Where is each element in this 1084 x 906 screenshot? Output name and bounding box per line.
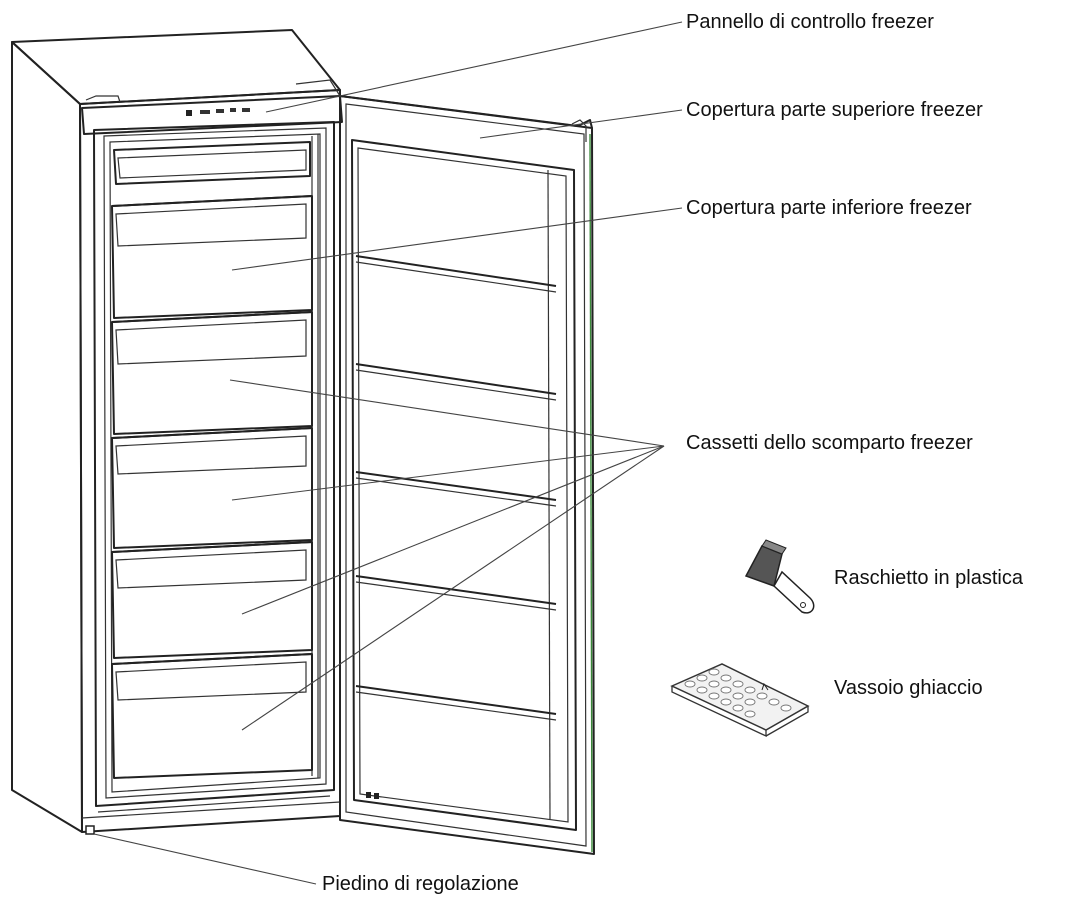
adjustable-foot-graphic <box>85 825 95 835</box>
freezer-door <box>339 95 595 855</box>
label-adjustable-foot: Piedino di regolazione <box>322 873 519 895</box>
label-top-cover: Copertura parte superiore freezer <box>686 99 983 121</box>
label-bottom-cover: Copertura parte inferiore freezer <box>686 197 972 219</box>
label-control-panel: Pannello di controllo freezer <box>686 11 934 33</box>
label-scraper: Raschietto in plastica <box>834 567 1023 589</box>
label-drawers: Cassetti dello scomparto freezer <box>686 432 973 454</box>
leader-lines <box>93 21 683 885</box>
label-ice-tray: Vassoio ghiaccio <box>834 677 983 699</box>
control-panel-graphic <box>81 79 343 135</box>
plastic-scraper-graphic <box>744 539 815 614</box>
freezer-drawers <box>111 141 313 779</box>
ice-tray-graphic <box>670 663 810 738</box>
